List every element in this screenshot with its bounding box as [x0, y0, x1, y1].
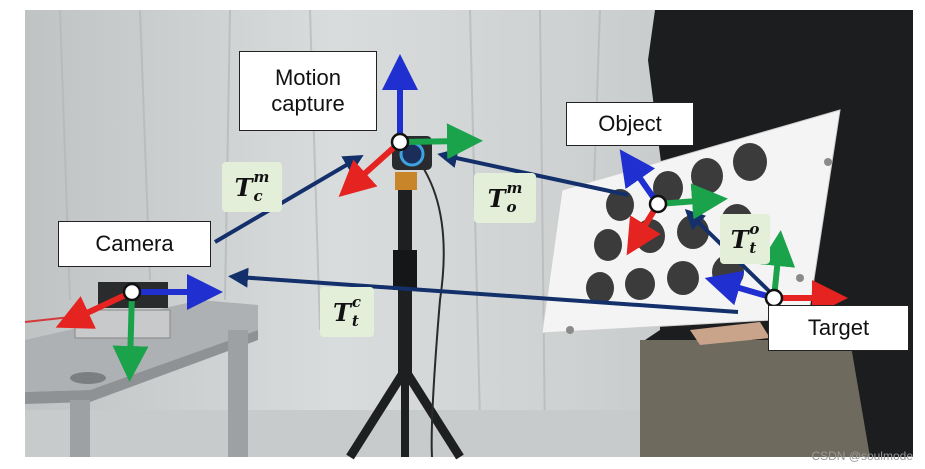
- transform-base: T: [487, 183, 506, 213]
- transform-base: T: [333, 297, 351, 327]
- label-target-text: Target: [807, 315, 870, 340]
- transform-sub: t: [351, 312, 359, 330]
- label-motion-capture-text: Motion capture: [271, 65, 345, 116]
- arrow-camera-to-mocap: [213, 154, 364, 244]
- frame-camera: [55, 274, 223, 382]
- watermark: CSDN @soulmode: [811, 449, 913, 463]
- label-camera: Camera: [58, 221, 211, 267]
- label-object-text: Object: [598, 111, 662, 136]
- transform-sup: m: [253, 168, 270, 186]
- transform-base: T: [730, 224, 749, 254]
- arrow-target-to-camera: [228, 267, 739, 314]
- transform-sub: t: [749, 239, 757, 257]
- transform-sup: m: [506, 179, 523, 197]
- transform-sub: c: [253, 187, 263, 205]
- transform-arrows: [213, 148, 772, 314]
- label-target: Target: [768, 305, 909, 351]
- frame-object: [619, 149, 728, 256]
- transform-base: T: [234, 172, 253, 202]
- label-object: Object: [566, 102, 694, 146]
- transform-sup: o: [749, 220, 760, 238]
- label-camera-text: Camera: [95, 231, 174, 256]
- arrow-object-to-mocap: [437, 148, 629, 197]
- transform-sup: c: [351, 293, 361, 311]
- label-motion-capture: Motion capture: [239, 51, 377, 131]
- transform-sub: o: [506, 198, 517, 216]
- frame-mocap: [338, 54, 483, 198]
